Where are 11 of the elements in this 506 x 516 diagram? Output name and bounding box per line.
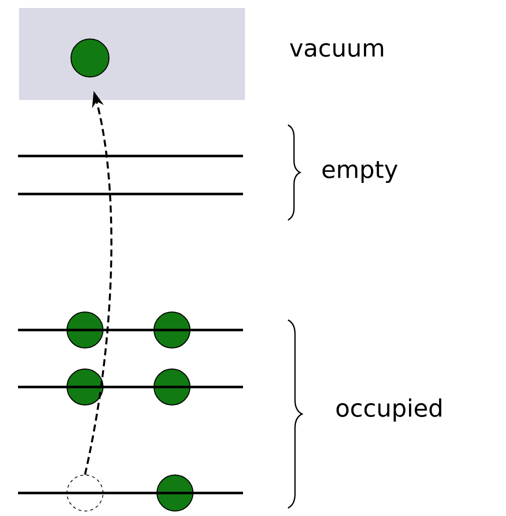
- vacuum-band: [19, 8, 245, 100]
- hole: [66, 474, 104, 512]
- electron: [66, 312, 104, 348]
- node-caption: vacuum: [290, 43, 384, 57]
- electron: [70, 38, 110, 78]
- electron: [66, 368, 104, 406]
- electron: [154, 368, 190, 406]
- bracket-label: occupied: [336, 398, 442, 422]
- electron: [156, 474, 194, 512]
- bracket-label: empty: [322, 161, 398, 183]
- electron: [154, 312, 190, 348]
